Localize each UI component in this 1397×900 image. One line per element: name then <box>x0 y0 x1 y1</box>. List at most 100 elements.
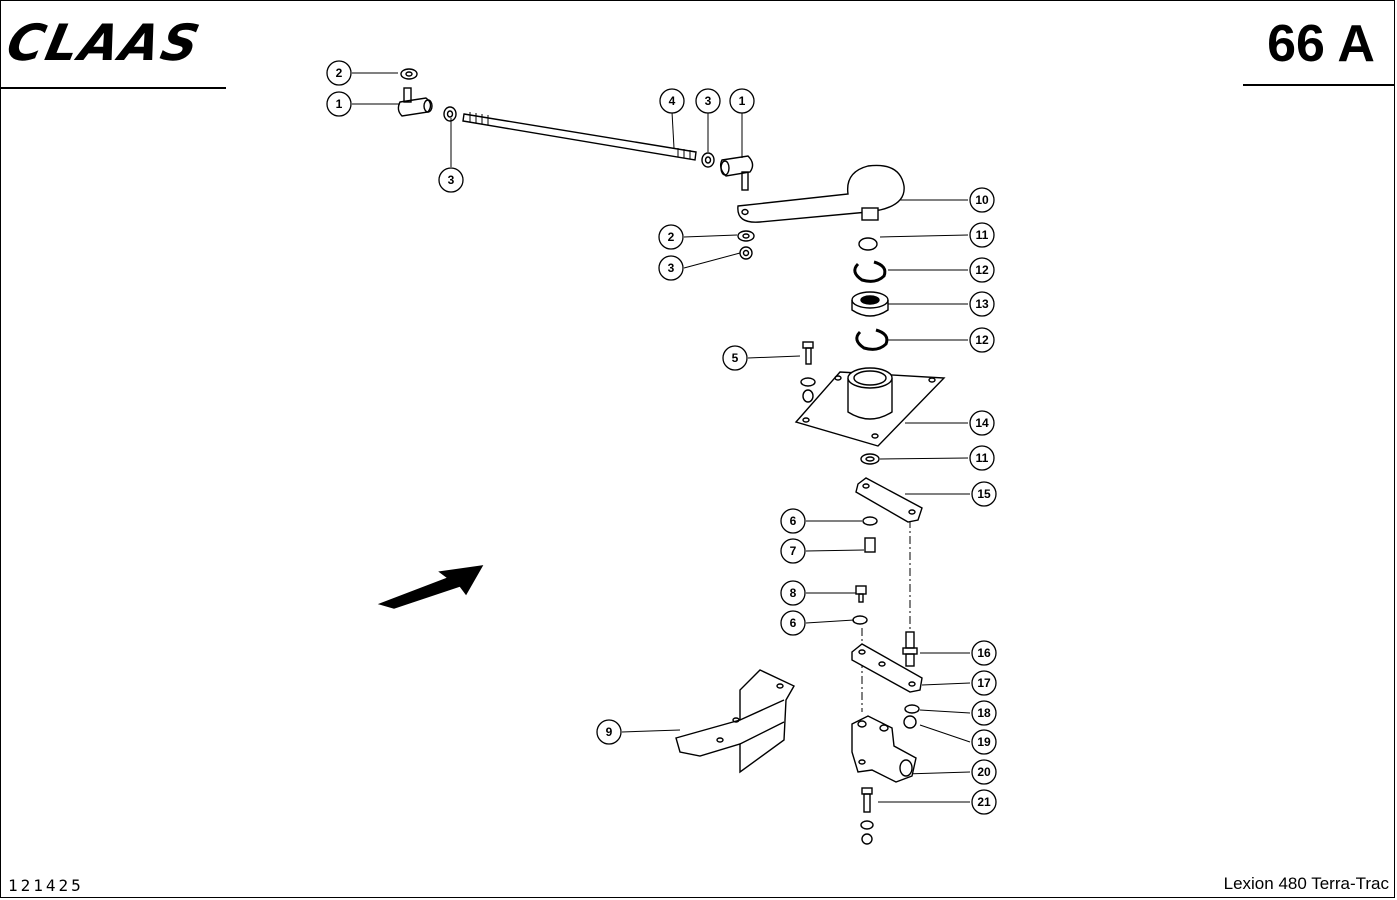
callout-number: 1 <box>739 94 746 108</box>
leader-lines <box>352 72 971 803</box>
callout-circle <box>971 640 997 666</box>
nut-part <box>701 152 715 168</box>
nut-part <box>861 833 873 845</box>
callout-number: 13 <box>975 297 989 311</box>
callout-number: 1 <box>336 97 343 111</box>
callout-number: 12 <box>975 333 989 347</box>
callout-numbers: 2 1 3 4 3 1 10 2 3 11 12 13 12 5 14 11 1… <box>336 66 991 809</box>
link-plate-part <box>855 477 923 523</box>
callout-circles <box>326 60 997 815</box>
ball-joint-part <box>719 155 754 191</box>
callout-circle <box>971 700 997 726</box>
callout-circle <box>971 481 997 507</box>
callout-number: 18 <box>977 706 991 720</box>
callout-number: 11 <box>976 451 989 465</box>
nut-part <box>739 246 753 260</box>
threaded-rod-part <box>462 112 697 161</box>
logo-underline <box>0 87 226 89</box>
nut-part <box>443 106 457 122</box>
bolt-part <box>802 341 814 365</box>
washer-part <box>737 230 755 242</box>
machine-model: Lexion 480 Terra-Trac <box>1223 874 1389 893</box>
callout-number: 7 <box>790 544 797 558</box>
direction-arrow-icon <box>377 565 484 609</box>
callout-number: 6 <box>790 616 797 630</box>
washer-part <box>904 704 920 714</box>
callout-circle <box>658 255 684 281</box>
callout-circle <box>326 91 352 117</box>
callout-number: 5 <box>732 351 739 365</box>
callout-number: 6 <box>790 514 797 528</box>
callout-circle <box>971 670 997 696</box>
circlip-part <box>853 260 887 283</box>
callout-number: 4 <box>669 94 676 108</box>
callout-circle <box>969 291 995 317</box>
callout-number: 11 <box>976 228 989 242</box>
washer-part <box>400 68 418 80</box>
callout-circle <box>729 88 755 114</box>
callout-circle <box>969 327 995 353</box>
callout-circle <box>969 187 995 213</box>
page-number: 66 A <box>1267 15 1375 73</box>
bolt-part <box>864 537 876 553</box>
callout-circle <box>438 167 464 193</box>
callout-number: 19 <box>977 735 991 749</box>
callout-number: 3 <box>668 261 675 275</box>
bolt-part <box>855 585 867 603</box>
ball-joint-part <box>397 87 433 117</box>
callout-number: 15 <box>977 487 991 501</box>
callout-circle <box>658 224 684 250</box>
callout-circle <box>326 60 352 86</box>
callout-circle <box>596 719 622 745</box>
mounting-bracket-part <box>675 669 795 774</box>
stud-bolt-part <box>902 631 918 667</box>
spring-washer-part <box>858 237 878 251</box>
drawing-number: 121425 <box>8 876 84 895</box>
nut-part <box>802 389 814 403</box>
callout-number: 12 <box>975 263 989 277</box>
callout-circle <box>695 88 721 114</box>
lever-bracket-part <box>851 715 917 783</box>
callout-number: 9 <box>606 725 613 739</box>
callout-circle <box>969 257 995 283</box>
nut-part <box>903 715 917 729</box>
callout-circle <box>971 729 997 755</box>
callout-circle <box>969 222 995 248</box>
washer-part <box>852 615 868 625</box>
callout-number: 20 <box>977 765 991 779</box>
callout-number: 2 <box>336 66 343 80</box>
callout-circle <box>780 538 806 564</box>
lever-arm-part <box>737 164 905 223</box>
callout-number: 8 <box>790 586 797 600</box>
callout-circle <box>722 345 748 371</box>
circlip-part <box>855 328 889 351</box>
page-number-underline <box>1243 84 1395 86</box>
callout-number: 17 <box>977 676 991 690</box>
washer-part <box>860 820 874 830</box>
callout-number: 3 <box>705 94 712 108</box>
callout-number: 21 <box>977 795 991 809</box>
callout-circle <box>971 759 997 785</box>
assembly-axis-lines <box>861 520 911 712</box>
bearing-part <box>851 291 889 317</box>
callout-number: 3 <box>448 173 455 187</box>
washer-part <box>862 516 878 526</box>
callout-circle <box>780 580 806 606</box>
bolt-part <box>861 787 873 813</box>
link-plate-part <box>851 643 923 693</box>
callout-circle <box>971 789 997 815</box>
washer-part <box>800 377 816 387</box>
washer-part <box>860 453 880 465</box>
callout-circle <box>780 508 806 534</box>
callout-number: 2 <box>668 230 675 244</box>
callout-number: 14 <box>975 416 989 430</box>
callout-circle <box>659 88 685 114</box>
callout-number: 10 <box>975 193 989 207</box>
bearing-flange-housing-part <box>794 367 946 447</box>
callout-circle <box>780 610 806 636</box>
callout-circle <box>969 410 995 436</box>
callout-number: 16 <box>977 646 991 660</box>
callout-circle <box>969 445 995 471</box>
